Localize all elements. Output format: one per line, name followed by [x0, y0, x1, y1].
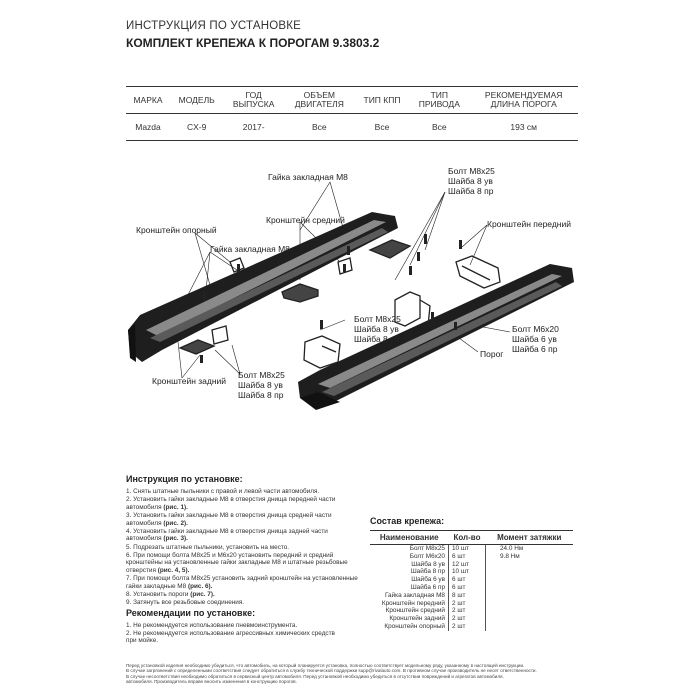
instruction-step: 2. Установить гайки закладные М8 в отвер…: [126, 496, 336, 511]
threshold-front: [298, 264, 574, 410]
recommendation-item: 1. Не рекомендуется использование пневмо…: [126, 622, 298, 629]
callout-bolt-top: Болт М8х25 Шайба 8 ув Шайба 8 пр: [448, 166, 495, 196]
spec-engine: Все: [283, 113, 355, 141]
instructions-heading: Инструкция по установке:: [126, 474, 243, 484]
spec-header-model: МОДЕЛЬ: [170, 86, 224, 114]
kit-header-torque: Момент затяжки: [485, 530, 573, 545]
callout-bolt-mid: Болт М8х25 Шайба 8 ув Шайба 8 пр: [354, 314, 401, 344]
spec-model: CX-9: [170, 113, 224, 141]
callout-bolt-bottom: Болт М8х25 Шайба 8 ув Шайба 8 пр: [238, 370, 285, 400]
document-subtitle: КОМПЛЕКТ КРЕПЕЖА К ПОРОГАМ 9.3803.2: [126, 36, 380, 50]
instruction-step: 8. Установить пороги (рис. 7).: [126, 590, 215, 598]
kit-heading: Состав крепежа:: [370, 516, 445, 526]
kit-header-name: Наименование: [370, 530, 449, 545]
callout-nut-left: Гайка закладная М8: [210, 244, 290, 254]
threshold-rear: [128, 212, 398, 362]
recommendations-heading: Рекомендации по установке:: [126, 608, 256, 618]
instructions-list: 1. Снять штатные пыльники с правой и лев…: [126, 488, 358, 607]
instruction-step: 4. Установить гайки закладные М8 в отвер…: [126, 527, 328, 543]
instruction-step: 3. Установить гайки закладные М8 в отвер…: [126, 511, 332, 527]
instruction-step: 1. Снять штатные пыльники с правой и лев…: [126, 488, 320, 495]
kit-table: Наименование Кол-во Момент затяжки Болт …: [370, 530, 573, 631]
callout-bracket-front: Кронштейн передний: [487, 219, 571, 229]
callout-threshold: Порог: [480, 349, 504, 359]
instruction-step: 5. Подрезать штатные пыльники, установит…: [126, 543, 290, 551]
spec-gearbox: Все: [354, 113, 410, 141]
callout-bracket-middle: Кронштейн средний: [266, 215, 345, 225]
recommendations-list: 1. Не рекомендуется использование пневмо…: [126, 622, 346, 645]
recommendation-item: 2. Не рекомендуется использование агресс…: [126, 629, 335, 645]
callout-bracket-rear: Кронштейн задний: [152, 376, 227, 386]
spec-year: 2017-: [223, 113, 284, 141]
spec-drive: Все: [409, 113, 470, 141]
instruction-step: 9. Затянуть все резьбовые соединения.: [126, 599, 245, 607]
assembly-diagram: [128, 181, 574, 410]
document-title: ИНСТРУКЦИЯ ПО УСТАНОВКЕ: [126, 20, 302, 32]
spec-length: 193 см: [469, 113, 578, 141]
kit-header-row: Наименование Кол-во Момент затяжки: [370, 530, 573, 545]
spec-header-gearbox: ТИП КПП: [354, 86, 410, 114]
spec-header-make: МАРКА: [126, 86, 170, 114]
brackets: [178, 239, 501, 369]
callout-bolt-m6: Болт М6х20 Шайба 6 ув Шайба 6 пр: [512, 324, 559, 354]
callout-nut-top: Гайка закладная М8: [268, 172, 348, 182]
callout-bracket-support: Кронштейн опорный: [136, 225, 217, 235]
instruction-step: 7. При помощи болта М8х25 установить зад…: [126, 575, 358, 590]
footer-note: Перед установкой изделия необходимо убед…: [126, 663, 537, 684]
spec-make: Mazda: [126, 113, 170, 141]
kit-header-qty: Кол-во: [448, 530, 486, 545]
fasteners: [200, 234, 462, 363]
spec-data-row: Mazda CX-9 2017- Все Все Все 193 см: [126, 113, 578, 141]
instruction-step: 6. При помощи болта М8х25 и М6х20 устано…: [126, 551, 348, 574]
